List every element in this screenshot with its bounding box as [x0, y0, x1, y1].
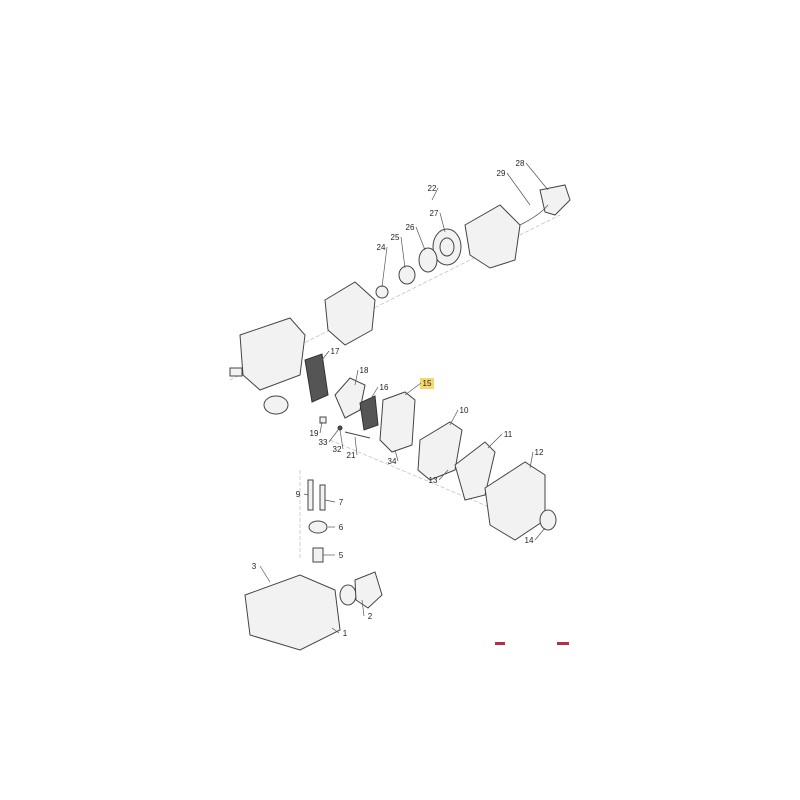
- carburetor: [379, 391, 416, 453]
- part-label-3[interactable]: 3: [252, 562, 257, 571]
- leader-line: [400, 236, 406, 269]
- air-filter-cover: [484, 461, 546, 541]
- cylinder: [239, 317, 306, 391]
- part-label-21[interactable]: 21: [347, 451, 356, 460]
- fuel-line-9: [307, 479, 314, 511]
- leader-line: [381, 246, 388, 288]
- leader-line: [303, 493, 309, 496]
- screw-19: [319, 416, 327, 424]
- nut-33: [337, 425, 343, 431]
- bolt-21: [344, 431, 371, 439]
- cap-6: [308, 520, 328, 534]
- leader-line: [324, 499, 336, 503]
- part-label-24[interactable]: 24: [377, 243, 386, 252]
- washer: [375, 285, 389, 299]
- leader-line: [415, 226, 426, 251]
- part-label-22[interactable]: 22: [428, 184, 437, 193]
- gasket-16: [359, 395, 379, 431]
- leader-line: [354, 436, 358, 456]
- part-label-7[interactable]: 7: [339, 498, 344, 507]
- primer-bulb: [539, 509, 557, 531]
- leader-line: [361, 599, 365, 617]
- leader-line: [339, 429, 344, 450]
- leader-line: [487, 433, 503, 449]
- part-label-15[interactable]: 15: [423, 379, 432, 388]
- leader-line: [506, 172, 531, 206]
- part-label-19[interactable]: 19: [310, 429, 319, 438]
- part-label-32[interactable]: 32: [333, 445, 342, 454]
- air-filter-base: [417, 421, 463, 481]
- hub: [398, 265, 416, 285]
- part-label-34[interactable]: 34: [388, 457, 397, 466]
- leader-line: [394, 449, 399, 462]
- leader-line: [525, 162, 549, 191]
- part-label-29[interactable]: 29: [497, 169, 506, 178]
- intake-manifold: [334, 377, 366, 419]
- starter-housing: [464, 204, 521, 269]
- part-label-16[interactable]: 16: [380, 383, 389, 392]
- part-label-18[interactable]: 18: [360, 366, 369, 375]
- leader-line: [438, 469, 449, 481]
- part-label-13[interactable]: 13: [429, 476, 438, 485]
- part-label-11[interactable]: 11: [504, 430, 513, 439]
- red-mark: [495, 642, 505, 645]
- part-label-6[interactable]: 6: [339, 523, 344, 532]
- part-label-1[interactable]: 1: [343, 629, 348, 638]
- leader-line: [328, 429, 339, 443]
- muffler: [354, 571, 383, 609]
- fuel-line-7: [319, 484, 326, 511]
- parts: [229, 184, 571, 651]
- crankcase: [324, 281, 376, 346]
- leader-line: [534, 527, 546, 541]
- part-label-28[interactable]: 28: [516, 159, 525, 168]
- leader-line: [331, 627, 340, 634]
- leader-line: [449, 409, 459, 426]
- fuel-filter-5: [312, 547, 324, 563]
- leader-line: [354, 369, 359, 386]
- part-labels: 2829222726252417181516101112193332213413…: [252, 159, 549, 638]
- spring: [418, 247, 438, 273]
- leader-line: [369, 386, 379, 401]
- part-label-27[interactable]: 27: [430, 209, 439, 218]
- red-mark: [557, 642, 569, 645]
- leader-line: [259, 565, 271, 583]
- leader-line: [319, 421, 323, 434]
- part-label-9[interactable]: 9: [296, 490, 301, 499]
- leader-line: [404, 382, 422, 396]
- intake-boot: [339, 584, 357, 606]
- leader-line: [529, 451, 534, 469]
- piston: [263, 395, 289, 415]
- part-label-5[interactable]: 5: [339, 551, 344, 560]
- starter-handle: [539, 184, 571, 216]
- fuel-tank: [244, 574, 341, 651]
- part-label-17[interactable]: 17: [331, 347, 340, 356]
- highlight-box: [420, 378, 434, 389]
- part-label-25[interactable]: 25: [391, 233, 400, 242]
- part-label-14[interactable]: 14: [525, 536, 534, 545]
- part-label-26[interactable]: 26: [406, 223, 415, 232]
- part-label-33[interactable]: 33: [319, 438, 328, 447]
- leader-line: [317, 350, 330, 366]
- part-label-10[interactable]: 10: [460, 406, 469, 415]
- gasket-17: [304, 353, 329, 403]
- leader-line: [431, 187, 439, 201]
- air-filter: [454, 441, 496, 501]
- bolt: [229, 367, 243, 377]
- part-label-2[interactable]: 2: [368, 612, 373, 621]
- part-label-12[interactable]: 12: [535, 448, 544, 457]
- leader-line: [439, 212, 446, 233]
